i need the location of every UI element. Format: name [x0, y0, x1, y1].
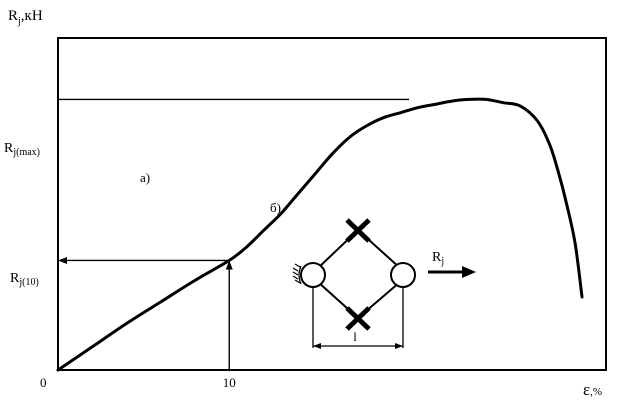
- x-tick-label: 10: [223, 375, 236, 390]
- y-mark-j10: Rj(10): [10, 271, 39, 288]
- fixed-support-hatch: [292, 263, 302, 285]
- plot-frame: [57, 37, 607, 371]
- ref-line-x10-arrowhead: [225, 260, 233, 270]
- series-line: [56, 97, 584, 372]
- clamp-right: [390, 262, 416, 288]
- gauge-arrow-left: [313, 343, 321, 349]
- gauge-arrow-right: [395, 343, 403, 349]
- annotation-a: а): [140, 170, 150, 185]
- x-axis-label: ε,%: [583, 380, 602, 399]
- cross-node-top: [345, 218, 371, 243]
- y-mark-max: Rj(max): [4, 141, 40, 158]
- y-axis-label: Rj,кН: [8, 8, 43, 27]
- gauge-label: l: [353, 329, 357, 344]
- force-arrowhead: [462, 266, 476, 278]
- annotation-b: б): [270, 200, 281, 215]
- force-label: Rj: [432, 250, 444, 267]
- clamp-left: [300, 262, 326, 288]
- ref-line-j10-arrowhead: [58, 256, 67, 264]
- specimen-diagram: l Rj: [292, 218, 476, 349]
- origin-label: 0: [40, 375, 47, 390]
- cross-node-bottom: [345, 306, 371, 331]
